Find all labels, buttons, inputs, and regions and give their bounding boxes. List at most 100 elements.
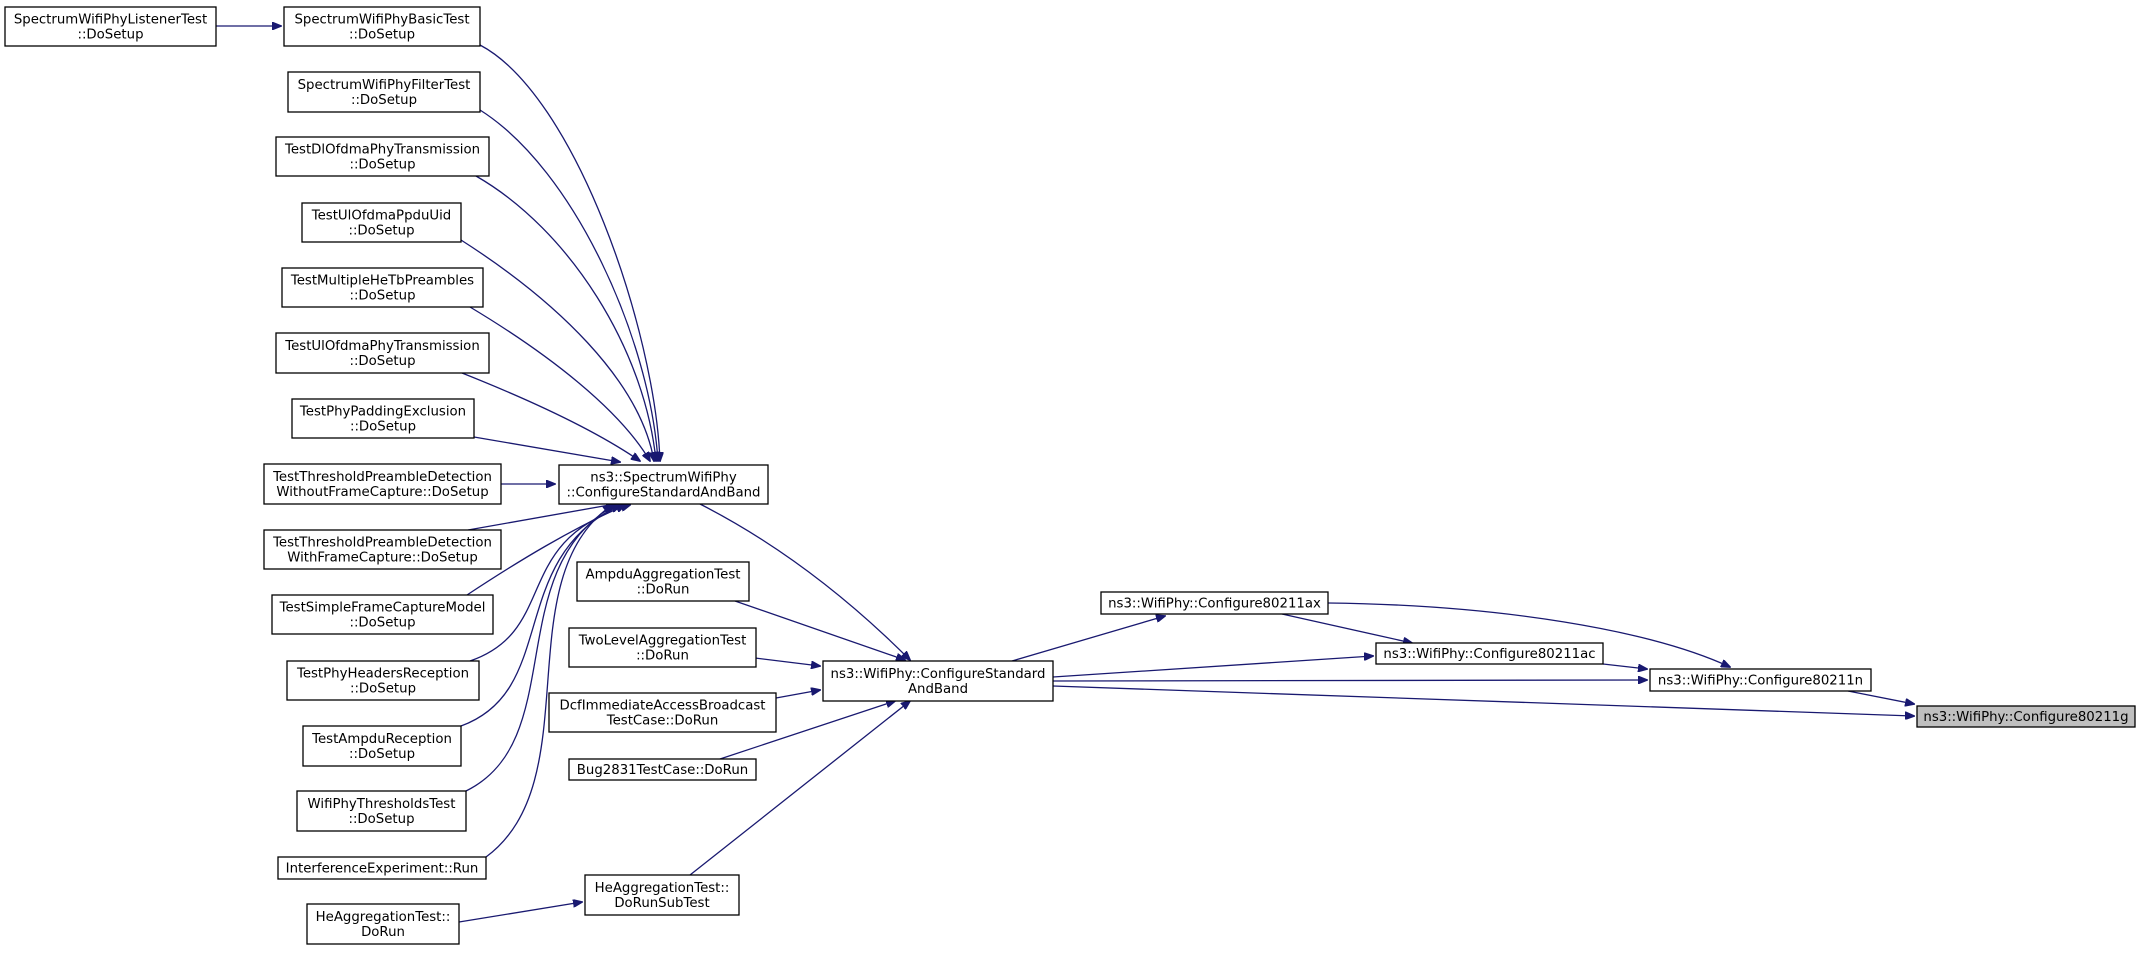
node-label-wpcsab: AndBand <box>908 682 968 697</box>
node-bug[interactable]: Bug2831TestCase::DoRun <box>568 758 757 781</box>
edge-wpcsab-to-ac <box>1052 656 1373 678</box>
node-label-hat: HeAggregationTest:: <box>316 910 451 925</box>
edge-tmhtp-to-swpcsab <box>469 306 650 461</box>
node-label-hatst: HeAggregationTest:: <box>595 881 730 896</box>
edge-ax-to-n <box>1327 602 1730 667</box>
node-label-tlat: ::DoRun <box>636 649 689 664</box>
node-swpcsab[interactable]: ns3::SpectrumWifiPhy::ConfigureStandardA… <box>558 464 769 505</box>
node-box-tuopt[interactable] <box>275 332 490 374</box>
node-box-ie[interactable] <box>277 856 487 880</box>
node-box-swplt[interactable] <box>4 6 217 47</box>
edge-tlat-to-wpcsab <box>754 657 820 666</box>
node-box-swpft[interactable] <box>287 71 481 113</box>
node-ttpdwo[interactable]: TestThresholdPreambleDetectionWithoutFra… <box>263 463 502 505</box>
node-label-tppe: TestPhyPaddingExclusion <box>299 405 466 420</box>
node-swpbt[interactable]: SpectrumWifiPhyBasicTest::DoSetup <box>283 6 481 47</box>
node-label-tuopu: TestUlOfdmaPpduUid <box>311 209 452 224</box>
node-tar[interactable]: TestAmpduReception::DoSetup <box>302 725 462 767</box>
node-tuopu[interactable]: TestUlOfdmaPpduUid::DoSetup <box>301 202 462 243</box>
node-label-tuopt: TestUlOfdmaPhyTransmission <box>284 339 480 354</box>
node-box-g <box>1916 705 2136 728</box>
node-label-ttpdw: WithFrameCapture::DoSetup <box>287 551 478 566</box>
node-box-tphr[interactable] <box>286 660 480 701</box>
node-label-hatst: DoRunSubTest <box>614 896 709 911</box>
node-label-ax: ns3::WifiPhy::Configure80211ax <box>1108 597 1321 612</box>
node-ie[interactable]: InterferenceExperiment::Run <box>277 856 487 880</box>
edges-layer <box>216 26 1914 923</box>
node-label-ttpdw: TestThresholdPreambleDetection <box>272 536 492 551</box>
edge-hatst-to-wpcsab <box>689 701 910 876</box>
node-box-swpbt[interactable] <box>283 6 481 47</box>
node-box-aat[interactable] <box>576 561 750 602</box>
node-label-tuopu: ::DoSetup <box>348 224 414 239</box>
node-box-ttpdwo[interactable] <box>263 463 502 505</box>
node-hat[interactable]: HeAggregationTest::DoRun <box>306 903 460 945</box>
node-swpft[interactable]: SpectrumWifiPhyFilterTest::DoSetup <box>287 71 481 113</box>
node-box-tar[interactable] <box>302 725 462 767</box>
node-label-ie: InterferenceExperiment::Run <box>286 862 479 877</box>
node-box-wpcsab[interactable] <box>822 660 1054 702</box>
node-box-hatst[interactable] <box>584 874 740 916</box>
node-box-n[interactable] <box>1649 668 1872 692</box>
node-wptt[interactable]: WifiPhyThresholdsTest::DoSetup <box>296 790 467 832</box>
edge-swpft-to-swpcsab <box>479 109 658 461</box>
edge-tdopt-to-swpcsab <box>475 175 656 461</box>
node-tmhtp[interactable]: TestMultipleHeTbPreambles::DoSetup <box>281 267 484 308</box>
node-label-ttpdwo: WithoutFrameCapture::DoSetup <box>276 485 488 500</box>
edge-bug-to-wpcsab <box>719 701 895 760</box>
node-box-diab[interactable] <box>548 692 777 733</box>
node-box-hat[interactable] <box>306 903 460 945</box>
edge-ax-to-ac <box>1281 613 1412 643</box>
node-tphr[interactable]: TestPhyHeadersReception::DoSetup <box>286 660 480 701</box>
node-tlat[interactable]: TwoLevelAggregationTest::DoRun <box>568 627 757 668</box>
node-wpcsab[interactable]: ns3::WifiPhy::ConfigureStandardAndBand <box>822 660 1054 702</box>
node-ttpdw[interactable]: TestThresholdPreambleDetectionWithFrameC… <box>263 529 502 570</box>
node-tuopt[interactable]: TestUlOfdmaPhyTransmission::DoSetup <box>275 332 490 374</box>
node-label-g: ns3::WifiPhy::Configure80211g <box>1923 710 2128 725</box>
node-hatst[interactable]: HeAggregationTest::DoRunSubTest <box>584 874 740 916</box>
node-swplt[interactable]: SpectrumWifiPhyListenerTest::DoSetup <box>4 6 217 47</box>
node-box-tppe[interactable] <box>291 398 475 439</box>
node-label-wpcsab: ns3::WifiPhy::ConfigureStandard <box>831 667 1046 682</box>
edge-swpcsab-to-wpcsab <box>699 503 910 660</box>
node-aat[interactable]: AmpduAggregationTest::DoRun <box>576 561 750 602</box>
node-diab[interactable]: DcfImmediateAccessBroadcastTestCase::DoR… <box>548 692 777 733</box>
node-tdopt[interactable]: TestDlOfdmaPhyTransmission::DoSetup <box>275 136 490 177</box>
node-box-ac[interactable] <box>1375 642 1604 665</box>
node-label-tphr: ::DoSetup <box>350 682 416 697</box>
node-label-swpbt: SpectrumWifiPhyBasicTest <box>294 13 469 28</box>
edge-diab-to-wpcsab <box>775 690 820 699</box>
edge-tuopu-to-swpcsab <box>460 239 654 461</box>
node-box-tmhtp[interactable] <box>281 267 484 308</box>
node-label-aat: AmpduAggregationTest <box>586 568 741 583</box>
node-tsfcm[interactable]: TestSimpleFrameCaptureModel::DoSetup <box>271 594 494 635</box>
node-label-swpft: ::DoSetup <box>351 93 417 108</box>
node-box-tuopu[interactable] <box>301 202 462 243</box>
node-label-swpbt: ::DoSetup <box>349 28 415 43</box>
node-box-bug[interactable] <box>568 758 757 781</box>
node-ax[interactable]: ns3::WifiPhy::Configure80211ax <box>1100 591 1329 615</box>
node-box-wptt[interactable] <box>296 790 467 832</box>
node-label-tar: ::DoSetup <box>349 747 415 762</box>
edge-wpcsab-to-n <box>1052 680 1647 681</box>
node-box-ax[interactable] <box>1100 591 1329 615</box>
node-n[interactable]: ns3::WifiPhy::Configure80211n <box>1649 668 1872 692</box>
node-box-swpcsab[interactable] <box>558 464 769 505</box>
node-label-diab: TestCase::DoRun <box>606 714 719 729</box>
node-label-tdopt: TestDlOfdmaPhyTransmission <box>284 143 480 158</box>
node-label-tphr: TestPhyHeadersReception <box>296 667 469 682</box>
node-label-swpcsab: ::ConfigureStandardAndBand <box>567 486 761 501</box>
node-ac[interactable]: ns3::WifiPhy::Configure80211ac <box>1375 642 1604 665</box>
nodes-layer: SpectrumWifiPhyListenerTest::DoSetupSpec… <box>4 6 2136 945</box>
node-box-tlat[interactable] <box>568 627 757 668</box>
node-label-wptt: ::DoSetup <box>348 812 414 827</box>
node-label-swpcsab: ns3::SpectrumWifiPhy <box>590 471 737 486</box>
edge-ac-to-n <box>1602 663 1647 669</box>
node-label-n: ns3::WifiPhy::Configure80211n <box>1658 674 1863 689</box>
node-label-aat: ::DoRun <box>637 583 690 598</box>
node-label-tsfcm: ::DoSetup <box>349 616 415 631</box>
node-box-ttpdw[interactable] <box>263 529 502 570</box>
node-box-tdopt[interactable] <box>275 136 490 177</box>
node-tppe[interactable]: TestPhyPaddingExclusion::DoSetup <box>291 398 475 439</box>
node-box-tsfcm[interactable] <box>271 594 494 635</box>
